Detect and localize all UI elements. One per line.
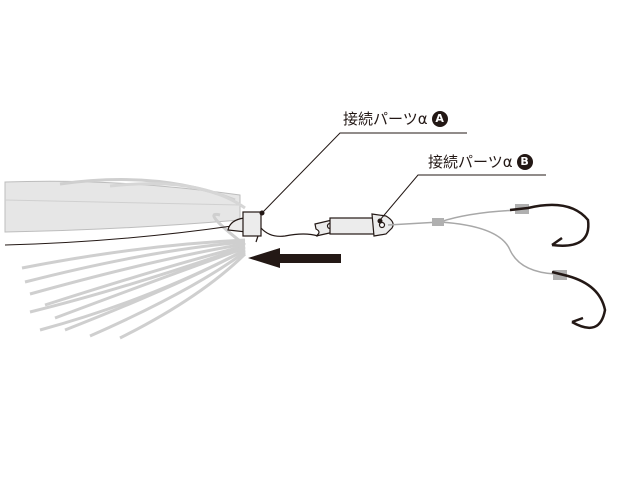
connector-part-a: [227, 211, 262, 243]
label-part-a: 接続パーツα A: [343, 108, 448, 129]
wire: [260, 227, 319, 237]
badge-a: A: [431, 110, 448, 127]
hook-lower: [551, 270, 607, 330]
assist-lines: [387, 204, 567, 280]
leader-lines: [259, 132, 546, 224]
label-part-b-text: 接続パーツα: [428, 153, 513, 171]
label-part-a-text: 接続パーツα: [343, 110, 428, 128]
skirt-strands: [21, 212, 247, 340]
connector-part-b: [314, 213, 394, 237]
knot: [432, 218, 444, 226]
arrow: [248, 248, 341, 268]
label-part-b: 接続パーツα B: [428, 151, 533, 172]
skirt: [4, 178, 247, 340]
badge-b: B: [516, 153, 533, 170]
hook-upper: [509, 203, 590, 247]
main-line: [4, 225, 233, 246]
hooks: [509, 203, 607, 330]
